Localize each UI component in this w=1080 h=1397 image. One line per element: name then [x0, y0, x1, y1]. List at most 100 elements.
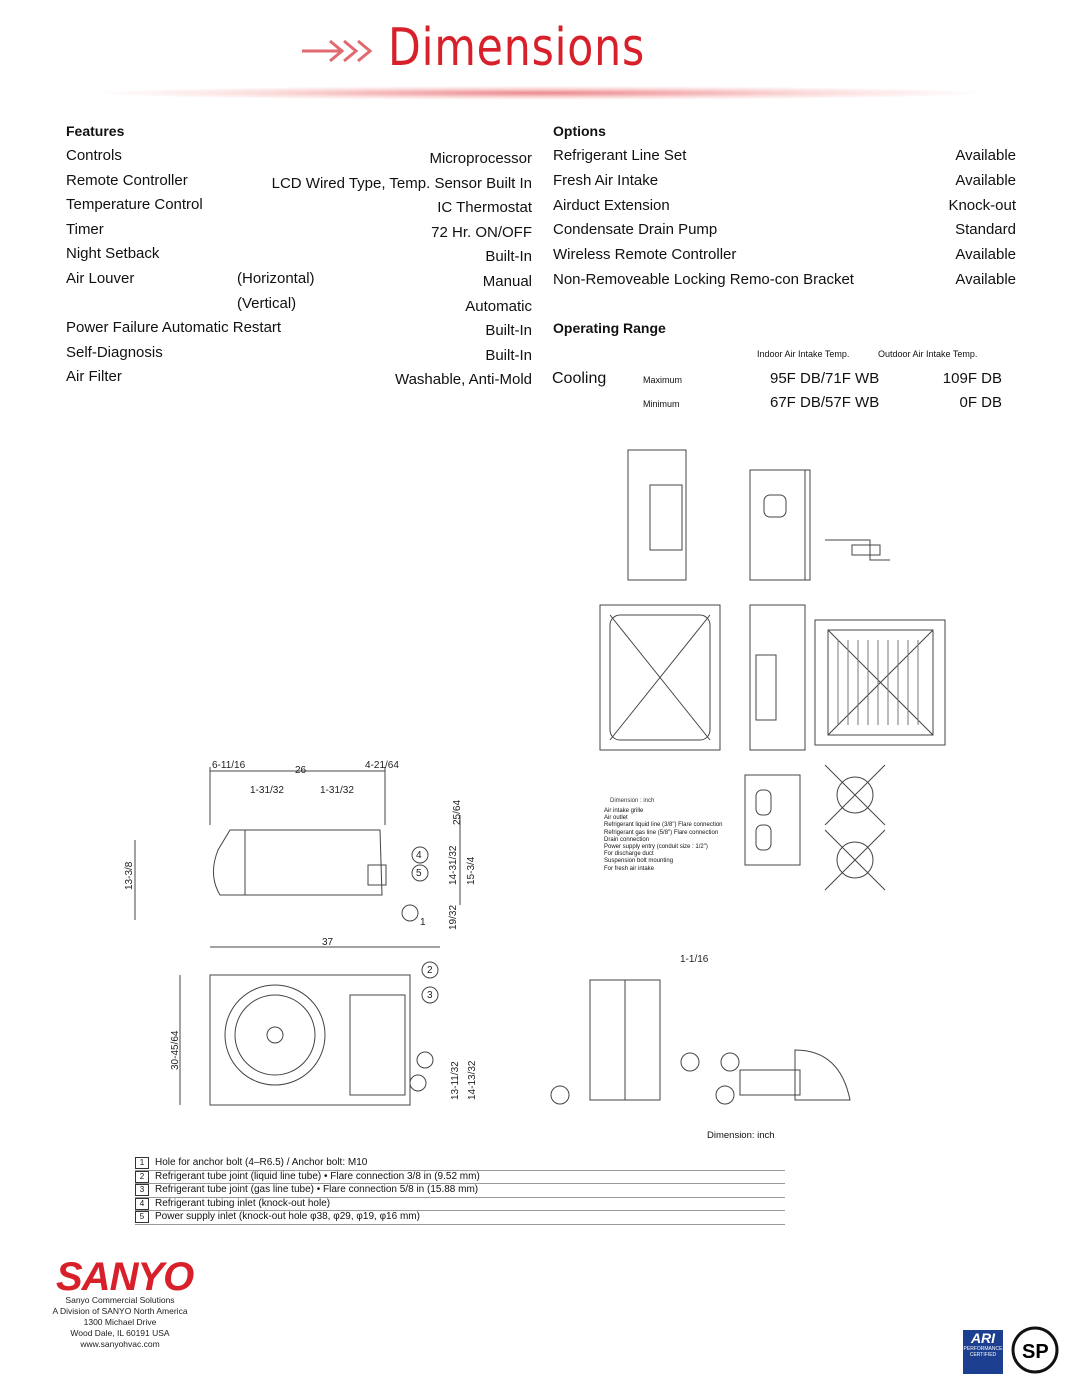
outdoor-unit-side-drawing: 6-11/16 26 4-21/64 1-31/32 1-31/32 1 4 5…: [124, 760, 477, 930]
option-value: Available: [955, 147, 1016, 164]
legend-number: 5: [135, 1211, 149, 1224]
outdoor-unit-end-drawing: 1-1/16 Dimension: inch: [550, 954, 851, 1105]
legend-number: 4: [135, 1197, 149, 1210]
legend-text: Refrigerant tube joint (liquid line tube…: [155, 1170, 480, 1182]
indoor-legend-item: Drain connection: [604, 836, 650, 843]
ari-badge: ARI PERFORMANCE CERTIFIED: [963, 1330, 1003, 1374]
feature-value: Microprocessor: [429, 150, 532, 167]
dim-13-3-8: 13-3/8: [124, 861, 135, 890]
dim-4-21-64: 4-21/64: [365, 760, 399, 771]
indoor-legend-item: Suspension bolt mounting: [604, 858, 674, 865]
dim-15-3-4: 15-3/4: [466, 856, 477, 885]
legend-text: Refrigerant tubing inlet (knock-out hole…: [155, 1197, 331, 1209]
dim-1-31-32-b: 1-31/32: [320, 785, 354, 796]
feature-value: Built-In: [485, 322, 532, 340]
option-label: Airduct Extension: [553, 196, 670, 214]
legend-item: 5 Power supply inlet (knock-out hole φ38,…: [135, 1211, 785, 1225]
legend-item: 3 Refrigerant tube joint (gas line tube) …: [135, 1184, 785, 1198]
feature-value: Washable, Anti-Mold: [394, 371, 532, 389]
range-indoor-max: 95F DB/71F WB: [770, 370, 880, 387]
feature-label: Self-Diagnosis: [66, 343, 163, 361]
feature-label: Air Louver: [66, 270, 135, 287]
dim-37: 37: [322, 937, 334, 948]
legend-item: 4 Refrigerant tubing inlet (knock-out hol…: [135, 1197, 785, 1211]
dim-26: 26: [295, 765, 307, 776]
indoor-legend-item: For discharge duct: [604, 851, 654, 858]
dim-6-11-16: 6-11/16: [212, 760, 246, 771]
range-level-min: Minimum: [643, 399, 680, 409]
indoor-col-header: Indoor Air Intake Temp.: [757, 349, 850, 359]
indoor-legend-item: For fresh air intake: [604, 865, 655, 872]
option-value: Available: [955, 246, 1016, 264]
callout-4: 4: [416, 850, 422, 861]
footer-line: 1300 Michael Drive: [83, 1317, 157, 1327]
feature-value: Built-In: [485, 346, 532, 364]
svg-text:SP: SP: [1022, 1341, 1049, 1363]
indoor-legend-item: Refrigerant liquid line (3/8") Flare con…: [604, 822, 723, 829]
dim-19-32: 19/32: [448, 905, 459, 930]
option-value: Available: [955, 271, 1016, 288]
chevron-arrow-icon: [302, 39, 373, 63]
option-label: Fresh Air Intake: [553, 171, 659, 189]
range-outdoor-min: 0F DB: [959, 394, 1002, 411]
indoor-legend-item: Air outlet: [604, 815, 628, 822]
footer-line: A Division of SANYO North America: [52, 1306, 188, 1316]
feature-sublabel: (Vertical): [237, 294, 297, 312]
dim-30-45-64: 30-45/64: [170, 1030, 181, 1070]
footer-line: Wood Dale, IL 60191 USA: [70, 1328, 170, 1338]
feature-value: 72 Hr. ON/OFF: [431, 223, 532, 241]
option-label: Wireless Remote Controller: [553, 246, 737, 264]
feature-value: IC Thermostat: [437, 199, 532, 217]
legend-text: Refrigerant tube joint (gas line tube) •…: [155, 1184, 479, 1195]
feature-label: Controls: [66, 147, 122, 164]
dimension-unit-label: Dimension: inch: [707, 1130, 775, 1141]
range-indoor-min: 67F DB/57F WB: [770, 394, 880, 411]
callout-2: 2: [427, 965, 433, 976]
dim-1-31-32-a: 1-31/32: [250, 785, 284, 796]
options-heading: Options: [553, 123, 606, 139]
feature-value: Built-In: [485, 248, 532, 266]
indoor-legend-item: Power supply entry (conduit size : 1/2"): [604, 844, 708, 851]
dim-14-13-32: 14-13/32: [467, 1060, 478, 1100]
legend-text: Power supply inlet (knock-out hole φ38, …: [155, 1211, 420, 1222]
feature-label: Timer: [66, 220, 104, 238]
dim-14-31-32: 14-31/32: [448, 845, 459, 885]
title-underline: [100, 86, 980, 100]
option-label: Condensate Drain Pump: [553, 221, 718, 239]
callout-5: 5: [416, 868, 422, 879]
legend-number: 3: [135, 1184, 149, 1197]
operating-range-heading: Operating Range: [553, 320, 666, 336]
feature-label: Temperature Control: [66, 196, 203, 214]
sanyo-logo: SANYO: [56, 1255, 194, 1299]
feature-value: Automatic: [465, 297, 532, 315]
indoor-legend-item: Air intake grille: [604, 808, 644, 814]
outdoor-col-header: Outdoor Air Intake Temp.: [878, 349, 978, 359]
feature-label: Air Filter: [66, 368, 122, 386]
option-value: Available: [955, 171, 1016, 189]
outdoor-unit-front-drawing: 37 2 3 30-45/64 13-11/32 14-13/32: [170, 937, 478, 1106]
feature-label: Power Failure Automatic Restart: [66, 319, 282, 337]
dim-1-1-16: 1-1/16: [680, 954, 709, 965]
option-value: Standard: [955, 221, 1016, 239]
footer-line: Sanyo Commercial Solutions: [65, 1295, 175, 1305]
csa-logo-icon: SP: [1011, 1326, 1059, 1374]
callout-1: 1: [420, 917, 426, 928]
mode-label: Cooling: [552, 370, 607, 387]
option-label: Refrigerant Line Set: [553, 147, 687, 164]
features-heading: Features: [66, 123, 125, 139]
indoor-unit-drawing: Dimension : inch: [599, 449, 946, 891]
dim-25-64: 25/64: [452, 800, 463, 825]
legend-number: 2: [135, 1170, 149, 1183]
callout-3: 3: [427, 990, 433, 1001]
feature-label: Remote Controller: [66, 171, 188, 189]
footer-line[interactable]: www.sanyohvac.com: [80, 1339, 160, 1349]
range-level-max: Maximum: [643, 375, 683, 385]
range-outdoor-max: 109F DB: [942, 370, 1002, 387]
legend-item: 2 Refrigerant tube joint (liquid line tub…: [135, 1170, 785, 1184]
page-title: Dimensions: [388, 18, 646, 78]
feature-label: Night Setback: [66, 245, 160, 263]
